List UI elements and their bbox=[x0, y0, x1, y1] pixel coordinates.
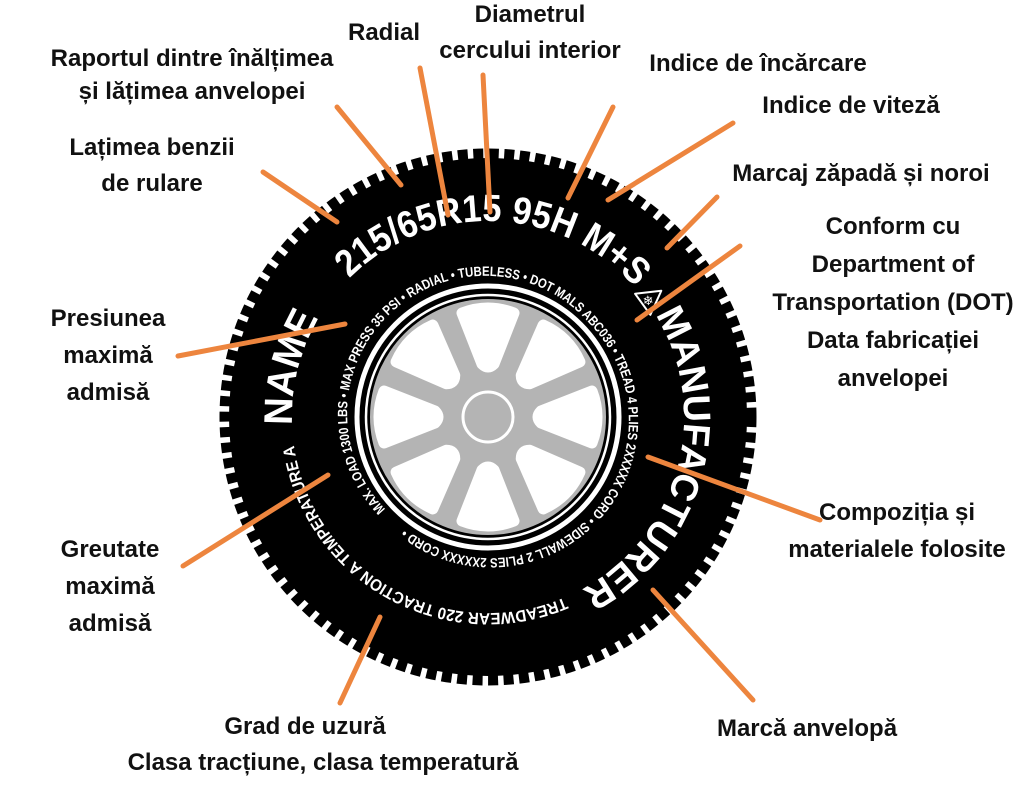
hub-center-ring bbox=[461, 390, 515, 444]
leader-line-load-index bbox=[565, 104, 616, 201]
leader-line-brand bbox=[650, 587, 756, 703]
label-treadwear: Grad de uzură bbox=[224, 713, 386, 740]
leader-line-max-load bbox=[180, 472, 331, 569]
leader-line-dot bbox=[634, 243, 743, 323]
label-rim-diameter: Diametrul cercului interior bbox=[439, 1, 621, 64]
leader-line-max-pressure bbox=[175, 321, 348, 359]
leader-lines bbox=[175, 65, 823, 706]
wheel bbox=[354, 283, 622, 551]
label-aspect-ratio: Raportul dintre înălțimea și lățimea anv… bbox=[50, 45, 334, 105]
tread-knobs bbox=[219, 148, 757, 686]
rim-outer-ring bbox=[354, 283, 622, 551]
label-tread-width: Lațimea benzii de rulare bbox=[69, 134, 235, 197]
leader-line-composition bbox=[645, 454, 823, 523]
leader-line-snow-mud bbox=[664, 194, 720, 251]
leader-line-radial bbox=[417, 65, 451, 218]
label-brand: Marcă anvelopă bbox=[716, 715, 898, 742]
label-max-load: Greutate maximă admisă bbox=[60, 536, 160, 637]
label-max-pressure: Presiunea maximă admisă bbox=[50, 305, 166, 406]
snowflake-triangle-icon: ❄ bbox=[634, 289, 663, 316]
label-composition: Compoziția și materialele folosite bbox=[788, 499, 1006, 563]
rim-inner-ring bbox=[364, 293, 612, 541]
label-traction-temperature-class: Clasa tracțiune, clasa temperatură bbox=[127, 749, 519, 776]
label-radial: Radial bbox=[347, 19, 421, 46]
leader-line-speed-index bbox=[605, 120, 736, 203]
label-load-index: Indice de încărcare bbox=[649, 50, 867, 77]
label-snow-mud: Marcaj zăpadă și noroi bbox=[732, 160, 990, 187]
label-speed-index: Indice de viteză bbox=[762, 92, 940, 119]
leader-line-aspect-ratio bbox=[334, 104, 404, 188]
wheel-spoke-cutouts bbox=[373, 302, 603, 532]
leader-line-rim-diameter bbox=[480, 72, 493, 215]
leader-line-treadwear bbox=[337, 614, 383, 706]
label-dot: Conform cu Department of Transportation … bbox=[772, 213, 1014, 392]
leader-line-tread-width bbox=[260, 169, 340, 225]
